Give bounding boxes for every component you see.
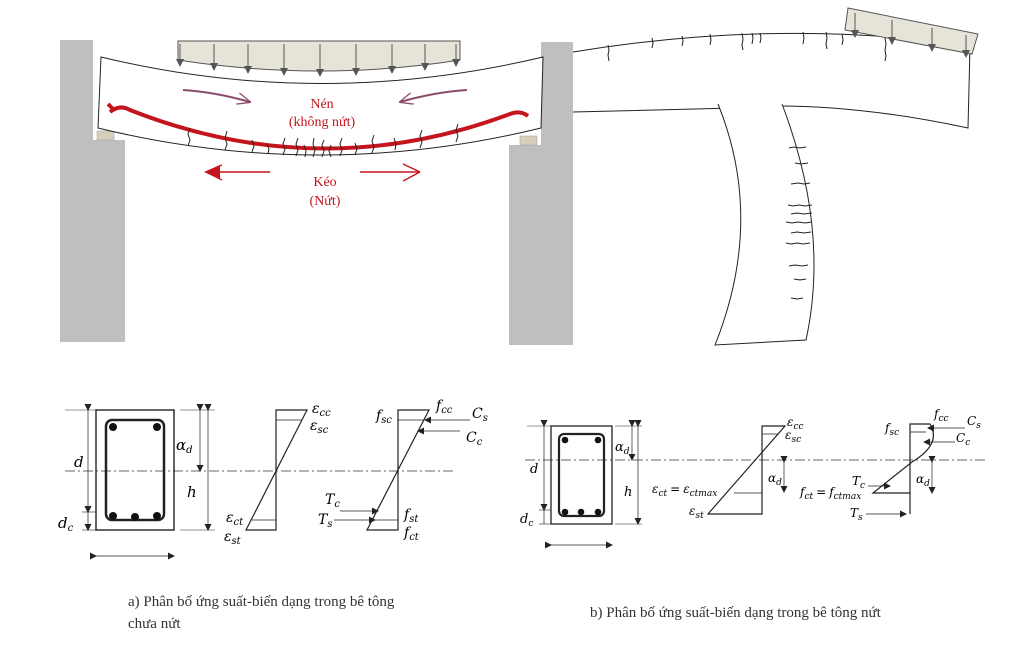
dim-dc-b: dc bbox=[520, 512, 533, 529]
dim-d-a: d bbox=[74, 453, 84, 471]
strain-st-a: εst bbox=[224, 529, 242, 547]
cross-section-b bbox=[550, 425, 613, 525]
beam-illustration: Nén (không nứt) Kéo (Nứt) bbox=[60, 7, 979, 346]
dim-h-b: h bbox=[624, 485, 632, 500]
force-cc-b: Cc bbox=[956, 431, 970, 448]
compression-label: Nén bbox=[310, 97, 333, 112]
stress-fsc-a: fsc bbox=[375, 408, 392, 426]
stress-diagram-b bbox=[871, 423, 934, 514]
compression-arrow-left bbox=[182, 89, 250, 102]
caption-b: b) Phân bố ứng suất-biến dạng trong bê t… bbox=[590, 605, 882, 621]
stress-fct-eq-b: fct=fctmax bbox=[799, 485, 861, 502]
right-bearing-pad bbox=[519, 135, 538, 146]
dim-dc-a: dc bbox=[58, 514, 74, 534]
caption-a-line1: a) Phân bố ứng suất-biến dạng trong bê t… bbox=[128, 594, 395, 610]
section-a: d dc αd h εcc εsc εct εst fsc fcc Cs Cc … bbox=[58, 398, 488, 632]
stress-fsc-b: fsc bbox=[884, 421, 899, 438]
force-cc-a: Cc bbox=[466, 430, 483, 448]
cross-section-a bbox=[95, 409, 175, 531]
force-cs-a: Cs bbox=[472, 406, 488, 424]
deflected-beam bbox=[97, 56, 544, 156]
strain-diagram-a bbox=[245, 409, 308, 531]
stress-fst-a: fst bbox=[403, 507, 419, 525]
strain-st-b: εst bbox=[689, 504, 704, 521]
stirrup-a bbox=[104, 418, 166, 522]
dim-h-a: h bbox=[187, 483, 197, 501]
curved-vertical-member bbox=[714, 103, 815, 346]
vertical-member-cracks bbox=[785, 146, 813, 300]
tension-label: Kéo bbox=[313, 175, 336, 190]
dim-d-b: d bbox=[530, 462, 538, 477]
left-support bbox=[60, 40, 125, 342]
stress-fcc-b: fcc bbox=[933, 407, 949, 424]
force-ts-b: Ts bbox=[850, 506, 863, 523]
strain-sc-b: εsc bbox=[785, 428, 801, 445]
rebars-a bbox=[109, 423, 161, 521]
strain-cc-a: εcc bbox=[312, 401, 331, 419]
dim-alpha-b: αd bbox=[615, 440, 630, 457]
strain-cc-b: εcc bbox=[787, 415, 804, 432]
upper-member bbox=[572, 32, 971, 129]
distributed-load-block bbox=[177, 40, 461, 72]
strain-sc-a: εsc bbox=[310, 418, 329, 436]
tension-curve bbox=[108, 105, 530, 151]
upper-member-cracks bbox=[607, 31, 887, 62]
flexural-cracks bbox=[187, 123, 459, 158]
force-tc-b: Tc bbox=[852, 474, 865, 491]
stress-diagram-a bbox=[366, 409, 430, 531]
strain-diagram-b bbox=[706, 425, 787, 515]
compression-arrow-right bbox=[400, 89, 468, 102]
section-b: d dc αd h εcc εsc εct=εctmax εst αd fcc … bbox=[520, 407, 985, 621]
right-support bbox=[509, 42, 573, 345]
caption-a-line2: chưa nứt bbox=[128, 616, 181, 632]
compression-sublabel: (không nứt) bbox=[289, 115, 356, 130]
force-ts-a: Ts bbox=[318, 512, 332, 530]
alpha-strain-b: αd bbox=[768, 471, 782, 488]
upper-load-block bbox=[844, 7, 979, 55]
force-tc-a: Tc bbox=[325, 492, 340, 510]
dim-alpha-a: αd bbox=[176, 436, 193, 456]
stirrup-b bbox=[557, 432, 606, 518]
strain-ct-a: εct bbox=[226, 510, 244, 528]
force-cs-b: Cs bbox=[967, 414, 981, 431]
strain-ct-eq-b: εct=εctmax bbox=[652, 482, 717, 499]
load-arrows bbox=[176, 44, 460, 77]
stress-fcc-a: fcc bbox=[435, 398, 453, 416]
tension-sublabel: (Nứt) bbox=[310, 194, 341, 209]
rebars-b bbox=[561, 436, 602, 516]
alpha-stress-b: αd bbox=[916, 472, 930, 489]
left-bearing-pad bbox=[96, 130, 115, 141]
stress-fct-a: fct bbox=[403, 525, 420, 543]
